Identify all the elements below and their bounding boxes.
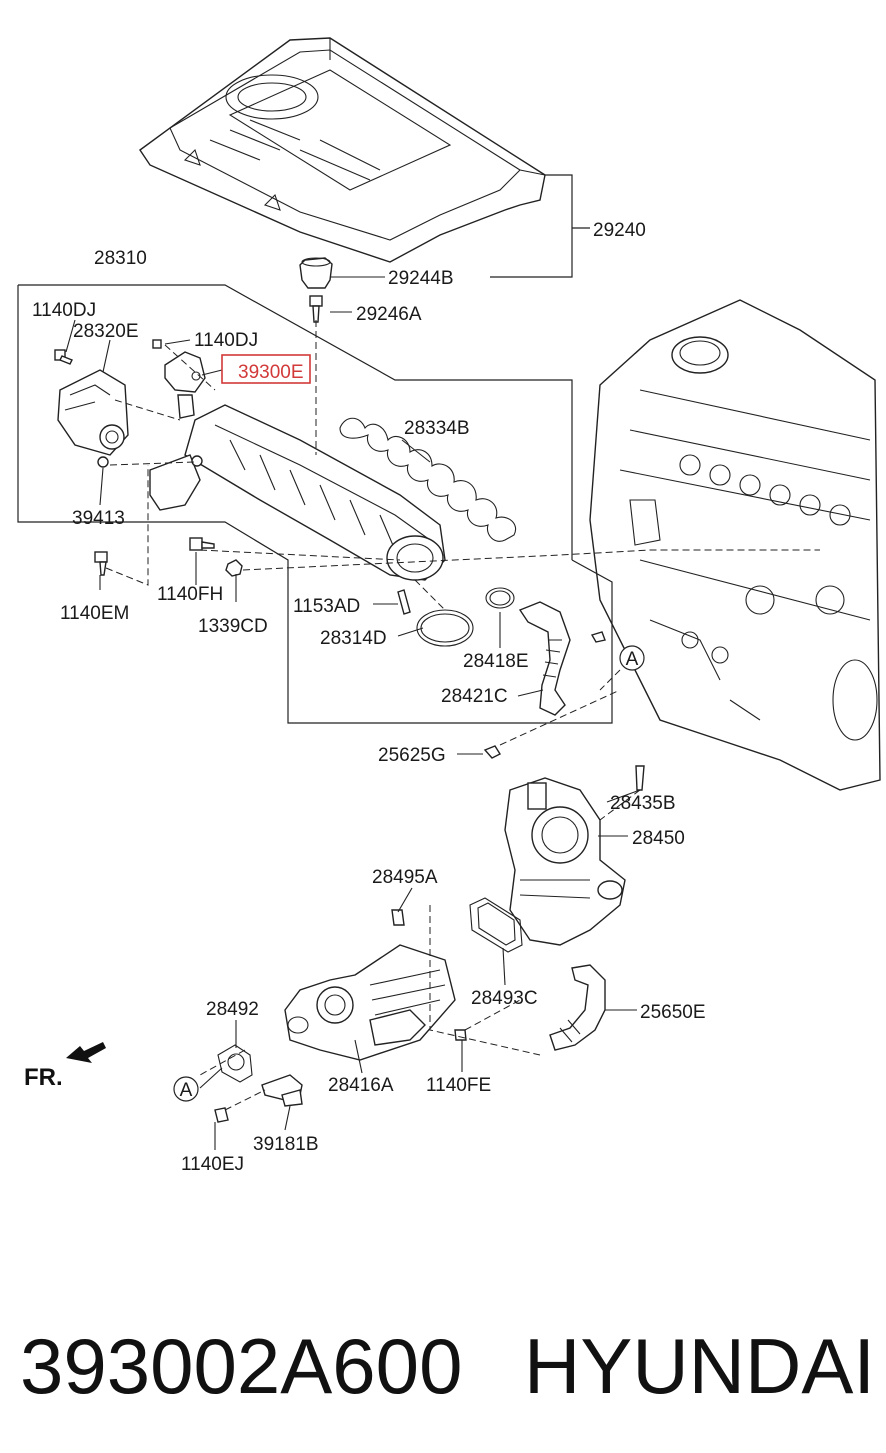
engine-cover-illustration xyxy=(139,37,546,263)
leader-lines xyxy=(65,276,641,1150)
bracket-39181b-illustration xyxy=(261,1074,303,1107)
gasket-28493c-illustration xyxy=(469,897,523,953)
label-29240[interactable]: 29240 xyxy=(593,220,646,241)
label-39181b[interactable]: 39181B xyxy=(253,1134,319,1155)
label-1140dj-left[interactable]: 1140DJ xyxy=(32,300,96,321)
hose-25650e-illustration xyxy=(549,964,606,1051)
guide-lines xyxy=(105,320,820,1111)
gasket-28334b-illustration xyxy=(339,417,516,542)
label-28435b[interactable]: 28435B xyxy=(610,793,676,814)
label-1153ad[interactable]: 1153AD xyxy=(293,596,360,617)
footer-brand: HYUNDAI xyxy=(524,1322,875,1410)
label-29246a[interactable]: 29246A xyxy=(356,304,422,325)
footer-part-number: 393002A600 xyxy=(20,1322,462,1410)
label-25650e[interactable]: 25650E xyxy=(640,1002,706,1023)
label-1140fh[interactable]: 1140FH xyxy=(157,584,223,605)
svg-text:A: A xyxy=(180,1080,193,1101)
label-1140dj-right[interactable]: 1140DJ xyxy=(194,330,258,351)
ref-marker-a-top: A xyxy=(619,645,645,671)
label-28450[interactable]: 28450 xyxy=(632,828,685,849)
label-28334b[interactable]: 28334B xyxy=(404,418,470,439)
label-28495a[interactable]: 28495A xyxy=(372,867,438,888)
egr-valve-28450-illustration xyxy=(504,777,626,946)
label-29244b[interactable]: 29244B xyxy=(388,268,454,289)
front-arrow-icon xyxy=(66,1042,106,1063)
label-1140em[interactable]: 1140EM xyxy=(60,603,129,624)
label-28492[interactable]: 28492 xyxy=(206,999,259,1020)
map-sensor-illustration xyxy=(164,351,206,419)
engine-block-illustration xyxy=(589,299,881,791)
front-direction-indicator: FR. xyxy=(24,1042,106,1091)
label-1140ej[interactable]: 1140EJ xyxy=(181,1154,244,1175)
grommet-illustration xyxy=(299,257,333,289)
egr-cooler-illustration xyxy=(284,944,456,1061)
label-25625g[interactable]: 25625G xyxy=(378,745,446,766)
o-rings-illustration xyxy=(416,587,515,647)
label-39300e[interactable]: 39300E xyxy=(238,362,304,383)
label-28421c[interactable]: 28421C xyxy=(441,686,508,707)
highlight-box xyxy=(221,354,311,384)
label-1140fe[interactable]: 1140FE xyxy=(426,1075,491,1096)
bolts-illustration xyxy=(54,339,645,1123)
ref-marker-a-bottom: A xyxy=(173,1076,199,1102)
label-28320e[interactable]: 28320E xyxy=(73,321,139,342)
actuator-28320e-illustration xyxy=(57,369,129,456)
fr-label: FR. xyxy=(24,1064,63,1091)
assembly-boxes xyxy=(17,174,613,724)
label-28314d[interactable]: 28314D xyxy=(320,628,387,649)
part-labels: 29240 29244B 29246A 28310 1140DJ 28320E … xyxy=(32,220,706,1175)
label-39413[interactable]: 39413 xyxy=(72,508,125,529)
label-28493c[interactable]: 28493C xyxy=(471,988,538,1009)
egr-pipe-illustration xyxy=(518,601,571,716)
gasket-28492-illustration xyxy=(217,1044,253,1083)
label-28310[interactable]: 28310 xyxy=(94,248,147,269)
stud-bolt-illustration xyxy=(309,295,323,323)
label-28416a[interactable]: 28416A xyxy=(328,1075,394,1096)
svg-text:A: A xyxy=(626,649,639,670)
label-1339cd[interactable]: 1339CD xyxy=(198,616,268,637)
intake-manifold-illustration xyxy=(149,404,446,581)
label-28418e[interactable]: 28418E xyxy=(463,651,529,672)
